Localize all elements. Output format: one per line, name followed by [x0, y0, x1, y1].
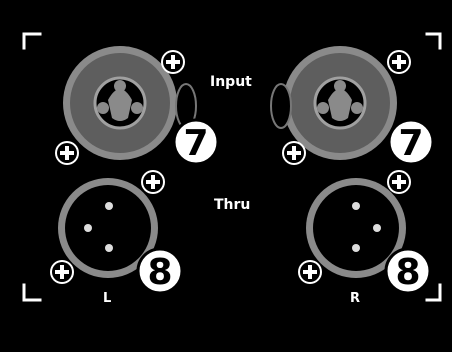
plus-screw-icon — [387, 50, 411, 74]
badge-input-right: 7 — [387, 118, 435, 166]
input-label: Input — [210, 74, 252, 90]
badge-thru-right-text: 8 — [395, 252, 420, 293]
left-channel-label: L — [103, 291, 112, 306]
corner-brackets — [22, 32, 442, 302]
pin-1 — [352, 202, 360, 210]
plus-screw-icon — [298, 260, 322, 284]
pin-2 — [84, 224, 92, 232]
input-right-connector[interactable] — [283, 46, 397, 160]
badge-thru-left: 8 — [136, 247, 184, 295]
bracket-bottom-left — [22, 283, 42, 302]
pin-1 — [105, 202, 113, 210]
input-left-connector[interactable] — [63, 46, 177, 160]
right-channel-label: R — [350, 291, 361, 306]
led-right-icon — [270, 83, 292, 129]
plus-screw-icon — [387, 170, 411, 194]
plus-screw-icon — [282, 141, 306, 165]
badge-input-right-text: 7 — [398, 123, 423, 164]
plus-screw-icon — [55, 141, 79, 165]
badge-input-left: 7 — [172, 118, 220, 166]
bracket-top-right — [425, 32, 442, 50]
badge-thru-right: 8 — [384, 247, 432, 295]
thru-label: Thru — [214, 197, 251, 213]
thru-left-connector[interactable] — [58, 178, 158, 278]
plus-screw-icon — [161, 50, 185, 74]
pin-3 — [105, 244, 113, 252]
pin-3 — [352, 244, 360, 252]
badge-thru-left-text: 8 — [147, 252, 172, 293]
plus-screw-icon — [141, 170, 165, 194]
bracket-top-left — [22, 32, 42, 50]
screws — [50, 50, 411, 284]
badge-input-left-text: 7 — [183, 123, 208, 164]
bracket-bottom-right — [425, 283, 442, 302]
pin-2 — [373, 224, 381, 232]
plus-screw-icon — [50, 260, 74, 284]
thru-right-connector[interactable] — [306, 178, 406, 278]
